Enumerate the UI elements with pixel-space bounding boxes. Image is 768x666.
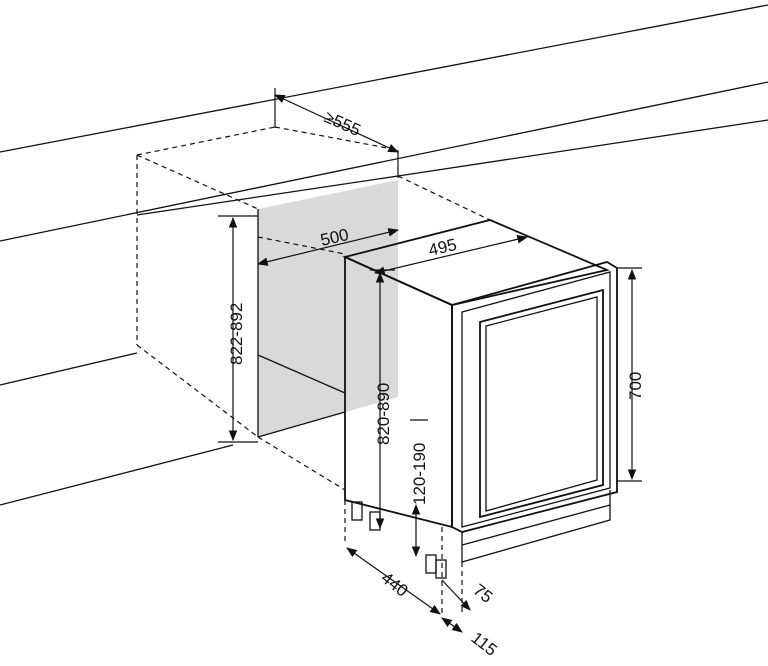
label-door-thickness: 115 xyxy=(468,628,501,660)
label-unit-width: 495 xyxy=(427,235,459,260)
label-door-offset: 75 xyxy=(470,580,497,607)
label-unit-height: 820-890 xyxy=(374,383,393,445)
label-niche-depth: ≥555 xyxy=(321,107,363,140)
label-feet-height: 120-190 xyxy=(410,443,429,505)
label-niche-height: 822-892 xyxy=(227,303,246,365)
label-door-height: 700 xyxy=(626,372,645,400)
dimension-lines xyxy=(218,88,642,633)
wine-cooler xyxy=(342,219,618,616)
cabinet-structure xyxy=(0,4,768,506)
